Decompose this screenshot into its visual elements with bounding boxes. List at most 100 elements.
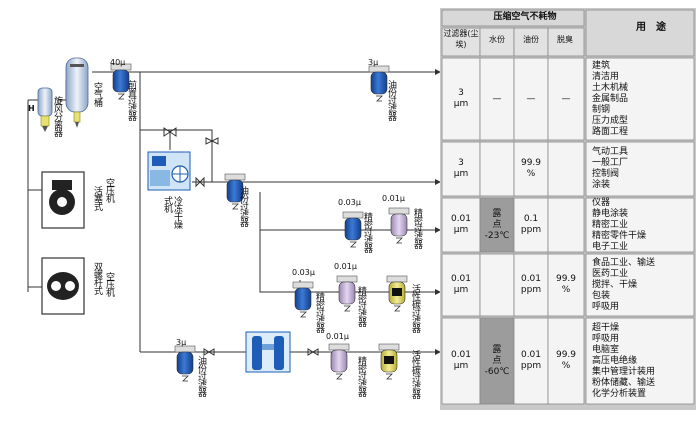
table-cell bbox=[479, 197, 515, 253]
desiccant-dryer-unit bbox=[245, 331, 291, 373]
cell-odor: — bbox=[561, 93, 571, 104]
cell-odor: 99.9 % bbox=[555, 350, 577, 371]
table-cell bbox=[547, 197, 585, 253]
cell-usage: 建筑清洁用土木机械金属制品制钢压力成型路面工程 bbox=[592, 61, 628, 138]
air-compressor-label-1: 空压机 bbox=[104, 178, 114, 202]
oil-filter-top bbox=[368, 65, 390, 102]
oil-filter-mid bbox=[224, 173, 246, 210]
precision-filter-e-label: 精密过滤器 bbox=[356, 356, 366, 396]
table-header-usage: 用 途 bbox=[636, 22, 666, 33]
table-cell bbox=[441, 141, 481, 197]
piston-type-label: 活塞式 bbox=[92, 186, 102, 210]
table-cell bbox=[479, 253, 515, 317]
precision-filter-c bbox=[328, 343, 350, 380]
freeze-dryer-unit bbox=[147, 151, 191, 191]
header-col-cell bbox=[547, 27, 585, 57]
table-cell bbox=[513, 57, 549, 141]
usage-item: 建筑 bbox=[592, 60, 611, 71]
usage-item: 静电涂装 bbox=[592, 208, 629, 219]
table-cell bbox=[441, 57, 481, 141]
piston-compressor-icon bbox=[41, 171, 85, 229]
table-cell bbox=[513, 317, 549, 405]
cyclone-separator bbox=[37, 87, 53, 132]
usage-item: 包装 bbox=[592, 290, 611, 301]
cell-oil: 99.9 % bbox=[520, 158, 542, 179]
screw-compressor-icon bbox=[41, 257, 85, 315]
table-cell bbox=[479, 141, 515, 197]
filters bbox=[110, 63, 410, 382]
usage-item: 路面工程 bbox=[592, 126, 629, 137]
cell-usage: 食品工业、输送医药工业搅拌、干燥包装呼吸用 bbox=[592, 258, 655, 313]
air-compressor-label-2: 空压机 bbox=[104, 272, 114, 296]
usage-item: 制钢 bbox=[592, 104, 611, 115]
table-cell bbox=[513, 141, 549, 197]
header-group-cell bbox=[441, 9, 585, 27]
table-cell bbox=[513, 253, 549, 317]
activated-carbon-b bbox=[378, 343, 400, 380]
usage-item: 涂装 bbox=[592, 180, 611, 190]
usage-item: 金属制品 bbox=[592, 93, 629, 104]
table-cell bbox=[547, 57, 585, 141]
usage-item: 控制阀 bbox=[592, 169, 620, 179]
air-tank bbox=[65, 57, 89, 128]
cell-dust: 0.01 μm bbox=[450, 350, 472, 371]
usage-item: 一般工厂 bbox=[592, 158, 629, 168]
usage-item: 医药工业 bbox=[592, 268, 629, 279]
usage-item: 电脑室 bbox=[592, 344, 620, 355]
usage-item: 呼吸用 bbox=[592, 333, 620, 344]
table-cell bbox=[585, 141, 695, 197]
table-header-group: 压缩空气不耗物 bbox=[493, 12, 557, 22]
activated-carbon-a-label: 活性碳过滤器 bbox=[410, 284, 420, 332]
cell-usage: 仪器静电涂装精密工业精密零件干燥电子工业 bbox=[592, 198, 646, 253]
col-oil: 油份 bbox=[523, 35, 539, 44]
precision-filter-a1 bbox=[342, 211, 364, 248]
precision-filter-d-label: 精密过滤器 bbox=[356, 286, 366, 326]
table-cell bbox=[585, 57, 695, 141]
col-water: 水份 bbox=[489, 35, 505, 44]
cell-oil: 0.01 ppm bbox=[520, 350, 542, 371]
oil-filter-bottom-label: 油份过滤器 bbox=[196, 356, 206, 396]
usage-item: 粉体储藏、输送 bbox=[592, 377, 656, 388]
micron-pre-filter: 40μ bbox=[110, 58, 126, 67]
cell-oil: — bbox=[526, 93, 536, 104]
table-cell bbox=[513, 197, 549, 253]
usage-item: 高压电绝缘 bbox=[592, 355, 638, 366]
usage-item: 压力成型 bbox=[592, 115, 629, 126]
screw-type-label: 双螺杆式 bbox=[92, 262, 102, 294]
cell-water: — bbox=[492, 93, 502, 104]
cell-water: 露 点 -60℃ bbox=[484, 344, 510, 377]
header-usage-cell bbox=[585, 9, 695, 57]
col-dust: 过滤器(尘埃) bbox=[443, 29, 479, 49]
oil-filter-mid-label: 油份过滤器 bbox=[238, 186, 248, 226]
usage-item: 食品工业、输送 bbox=[592, 257, 656, 268]
cell-dust: 0.01 μm bbox=[450, 274, 472, 295]
cell-oil: 0.01 ppm bbox=[520, 274, 542, 295]
usage-item: 超干燥 bbox=[592, 322, 620, 333]
cell-dust: 3 μm bbox=[453, 88, 469, 109]
precision-filter-b1 bbox=[292, 281, 314, 318]
cell-usage: 超干燥呼吸用电脑室高压电绝缘集中管理计装用粉体储藏、输送化学分析装置 bbox=[592, 323, 655, 400]
usage-item: 土木机械 bbox=[592, 82, 629, 93]
micron-precision-b2: 0.01μ bbox=[334, 262, 357, 271]
table-cell bbox=[479, 57, 515, 141]
valve-symbols bbox=[163, 127, 319, 356]
precision-filter-a-label: 精密过滤器 bbox=[362, 212, 372, 252]
cell-dust: 3 μm bbox=[453, 158, 469, 179]
usage-item: 清洁用 bbox=[592, 71, 620, 82]
usage-item: 呼吸用 bbox=[592, 301, 620, 312]
oil-filter-bottom bbox=[174, 345, 196, 382]
table-cell bbox=[441, 317, 481, 405]
table-cell bbox=[441, 197, 481, 253]
freeze-dryer-label: 冷冻干燥式机 bbox=[162, 196, 182, 228]
table-cell bbox=[547, 317, 585, 405]
usage-item: 精密工业 bbox=[592, 219, 629, 230]
cell-usage: 气动工具一般工厂控制阀涂装 bbox=[592, 147, 628, 191]
usage-item: 搅拌、干燥 bbox=[592, 279, 638, 290]
table-cell bbox=[585, 253, 695, 317]
micron-oil-bottom: 3μ bbox=[176, 338, 187, 347]
cell-water: 露 点 -23℃ bbox=[484, 208, 510, 241]
precision-filter-c-label: 精密过滤器 bbox=[314, 292, 324, 332]
